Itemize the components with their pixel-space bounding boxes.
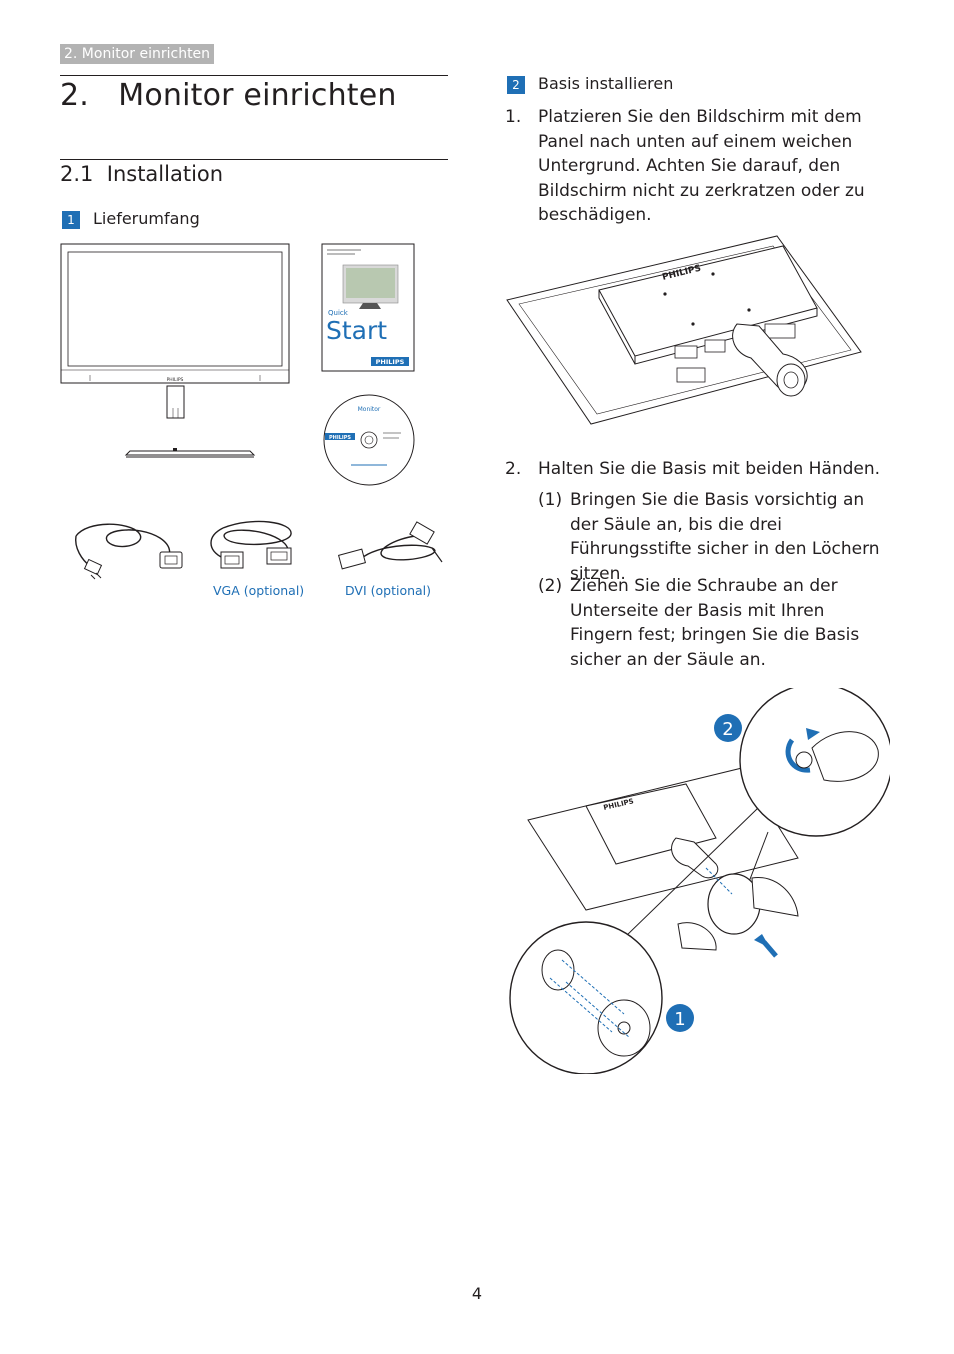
install-base-title: Basis installieren [538, 74, 674, 93]
power-cable-illustration [75, 523, 183, 580]
step-2-text: Halten Sie die Basis mit beiden Händen. [538, 459, 881, 479]
step-2-number: 2. [505, 459, 522, 479]
chapter-title: 2. Monitor einrichten [60, 78, 397, 113]
dvi-cable-illustration [337, 521, 443, 570]
driver-cd: Monitor PHILIPS [323, 394, 415, 486]
step-badge-2: 2 [507, 76, 525, 94]
quick-label: Quick [328, 309, 349, 317]
vga-cable-illustration [210, 520, 292, 569]
substep-1-text: Bringen Sie die Basis vorsichtig an der … [570, 490, 880, 584]
monitor-front-illustration: PHILIPS [60, 243, 290, 458]
page-number: 4 [471, 1284, 483, 1303]
step-1-text: Platzieren Sie den Bildschirm mit dem Pa… [538, 107, 865, 225]
section-rule [60, 159, 448, 160]
booklet-brand: PHILIPS [376, 358, 405, 366]
attach-base-illustration: PHILIPS 2 1 [509, 688, 890, 1074]
chapter-rule [60, 75, 448, 76]
substep-1-number: (1) [538, 490, 563, 510]
dvi-caption: DVI (optional) [345, 583, 432, 598]
monitor-back-illustration: PHILIPS [506, 235, 862, 425]
cd-title: Monitor [358, 406, 381, 413]
substep-2-text: Ziehen Sie die Schraube an der Unterseit… [570, 576, 860, 670]
running-header: 2. Monitor einrichten [60, 44, 215, 64]
package-contents-title: Lieferumfang [93, 209, 200, 228]
step-badge-1: 1 [62, 211, 80, 229]
section-title: 2.1 Installation [60, 162, 224, 186]
callout-2: 2 [722, 719, 733, 740]
quick-start-booklet: Quick Start PHILIPS [321, 243, 415, 372]
callout-1: 1 [674, 1009, 685, 1030]
vga-caption: VGA (optional) [213, 583, 305, 598]
step-1-number: 1. [505, 107, 522, 127]
start-label: Start [326, 316, 387, 345]
cd-brand: PHILIPS [329, 435, 351, 441]
substep-2-number: (2) [538, 576, 563, 596]
monitor-brand-label: PHILIPS [167, 377, 184, 383]
